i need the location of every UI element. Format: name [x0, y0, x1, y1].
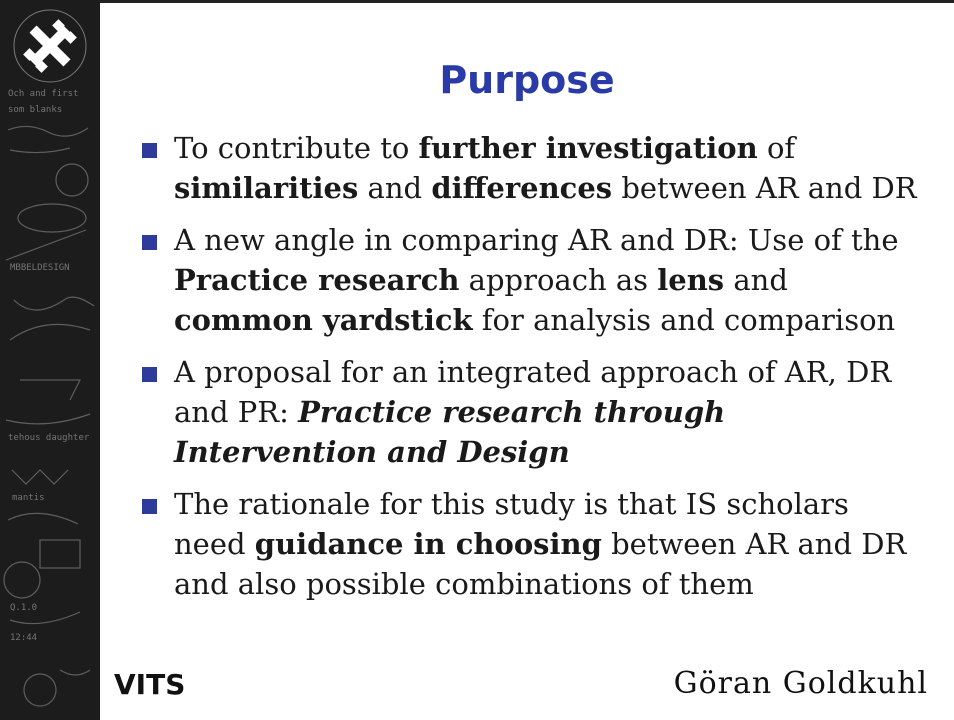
university-logo-icon: [13, 9, 87, 83]
bullet-emphasis: common yardstick: [174, 303, 473, 337]
svg-text:tehous daughter: tehous daughter: [8, 433, 90, 443]
bullet-text: and: [358, 171, 432, 205]
chalkboard-sidebar: Och and first som blanks MBBELDESIGN teh…: [0, 0, 100, 720]
bullet-text: The rationale for this study is that IS …: [174, 487, 849, 561]
svg-text:mantis: mantis: [12, 493, 45, 503]
bullet-emphasis: guidance in choosing: [254, 527, 602, 561]
bullet-emphasis: differences: [431, 171, 613, 205]
bullet-item: To contribute to further investigation o…: [138, 128, 928, 208]
bullet-text: approach as: [459, 263, 658, 297]
footer-left-label: VITS: [114, 668, 186, 701]
bullet-list: To contribute to further investigation o…: [138, 128, 928, 616]
bullet-text: for analysis and comparison: [472, 303, 896, 337]
bullet-text: between AR and DR and also possible comb…: [174, 527, 907, 601]
bullet-emphasis: Practice research: [174, 263, 460, 297]
svg-text:som blanks: som blanks: [8, 105, 62, 115]
bullet-emphasis: further investigation: [418, 131, 758, 165]
bullet-text: of: [757, 131, 796, 165]
svg-text:Q.1.0: Q.1.0: [10, 603, 37, 613]
svg-text:12:44: 12:44: [10, 633, 37, 643]
bullet-text: between AR and DR: [612, 171, 917, 205]
chalkboard-decoration-icon: Och and first som blanks MBBELDESIGN teh…: [3, 9, 95, 707]
footer-author: Göran Goldkuhl: [673, 666, 928, 701]
bullet-text: A new angle in comparing AR and DR: Use …: [174, 223, 899, 257]
bullet-item: The rationale for this study is that IS …: [138, 484, 928, 604]
bullet-text: To contribute to: [174, 131, 419, 165]
slide-title: Purpose: [439, 58, 615, 102]
bullet-emphasis: Practice research through Intervention a…: [174, 395, 726, 469]
top-border: [0, 0, 954, 3]
bullet-emphasis: lens: [657, 263, 725, 297]
bullet-text: and: [724, 263, 788, 297]
bullet-item: A proposal for an integrated approach of…: [138, 352, 928, 472]
bullet-text: A proposal for an integrated approach of…: [174, 355, 892, 429]
bullet-item: A new angle in comparing AR and DR: Use …: [138, 220, 928, 340]
bullet-emphasis: similarities: [174, 171, 359, 205]
svg-text:Och and first: Och and first: [8, 89, 78, 99]
svg-text:MBBELDESIGN: MBBELDESIGN: [10, 263, 70, 273]
